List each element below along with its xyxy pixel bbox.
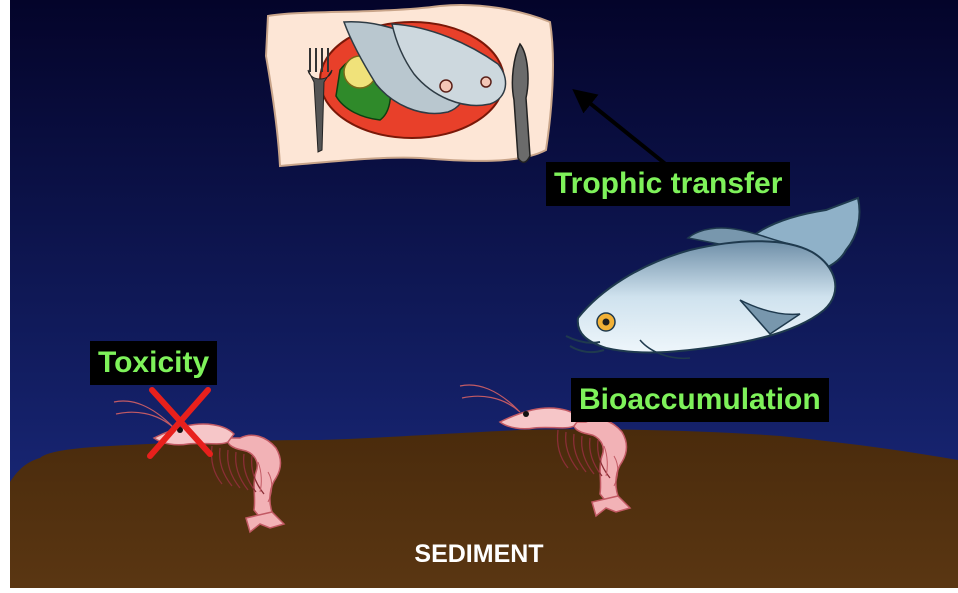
sediment-label: SEDIMENT [0,539,958,569]
bioaccumulation-label: Bioaccumulation [571,378,829,422]
toxicity-label: Toxicity [90,341,217,385]
fish-dinner-plate-icon [266,5,553,166]
trophic-transfer-label: Trophic transfer [546,162,790,206]
